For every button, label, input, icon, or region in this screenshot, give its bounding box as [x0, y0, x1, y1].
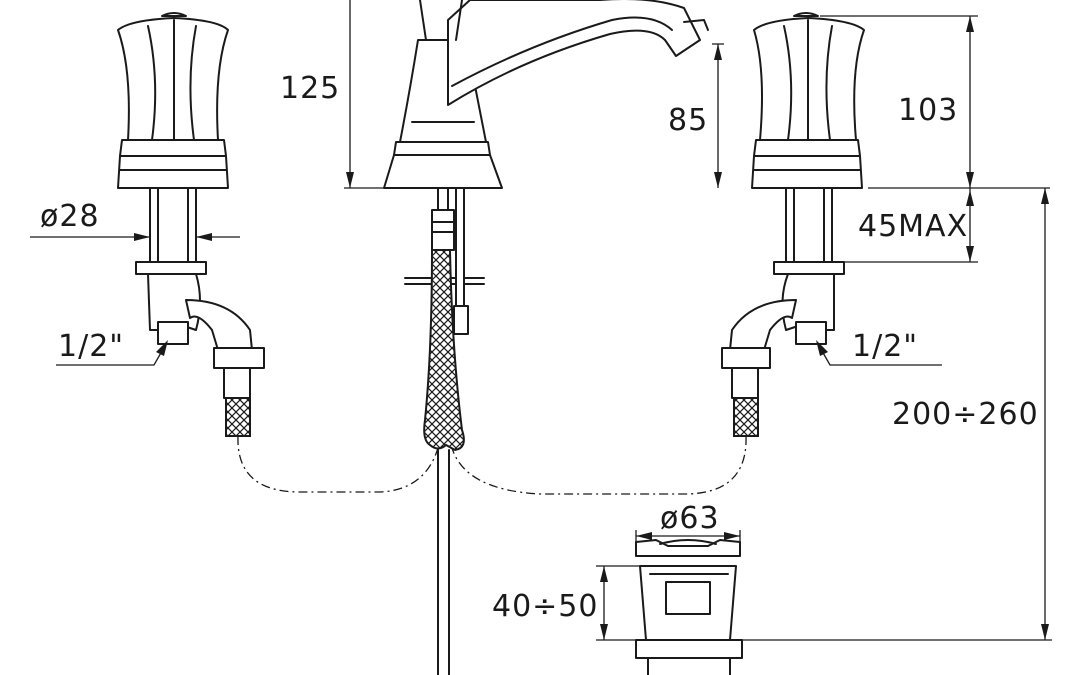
- spout-supply: [404, 187, 485, 675]
- waste-diameter-label: ø63: [660, 501, 720, 536]
- inlet-left-label: 1/2": [58, 329, 124, 364]
- right-handle: [721, 12, 865, 437]
- hose-length-label: 200÷260: [892, 397, 1039, 432]
- inlet-right-label: 1/2": [852, 329, 918, 364]
- outlet-height-label: 85: [668, 103, 708, 138]
- dimension-lines: [30, 0, 1052, 641]
- hose-routing: [237, 435, 747, 495]
- spout-body: [383, 0, 709, 189]
- waste-height-label: 40÷50: [492, 589, 598, 624]
- handle-diameter-label: ø28: [40, 199, 100, 234]
- waste-drain: [635, 539, 743, 675]
- spout-height-label: 125: [280, 71, 340, 106]
- left-handle: [117, 12, 265, 437]
- deck-thickness-label: 45MAX: [858, 209, 968, 244]
- handle-height-label: 103: [898, 93, 958, 128]
